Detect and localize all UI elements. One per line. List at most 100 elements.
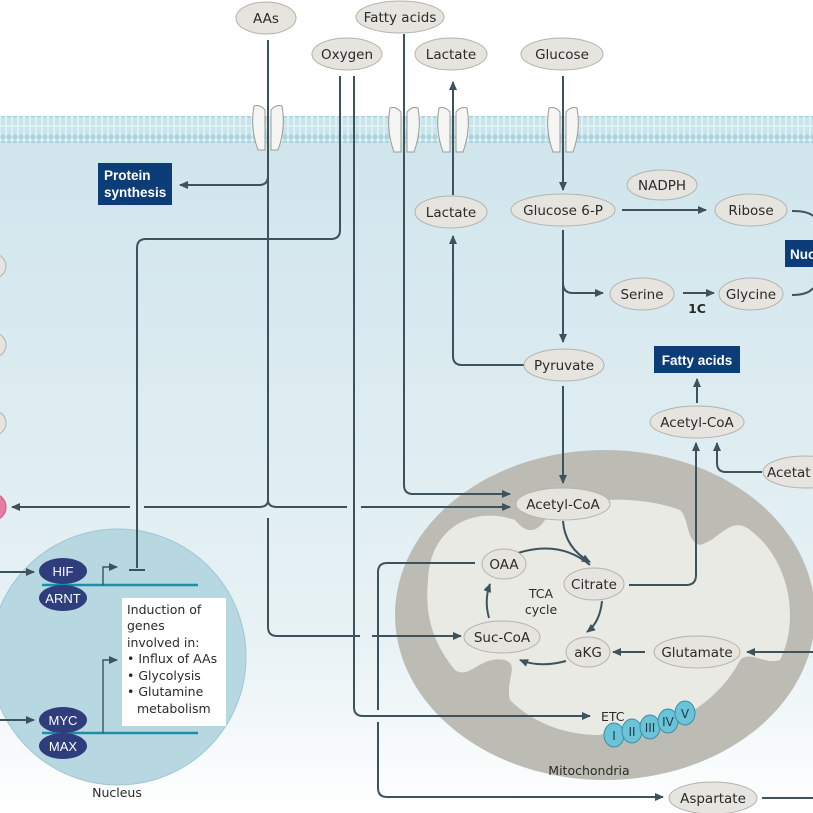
node-lactate-in-label: Lactate <box>426 205 476 221</box>
node-glycine <box>718 277 784 311</box>
etc-complex-5 <box>674 700 696 726</box>
partial-node-2 <box>0 334 7 356</box>
node-akg <box>565 636 611 668</box>
node-acetate-label: Acetat <box>767 465 811 481</box>
aas-to-protein-synthesis <box>179 175 269 189</box>
acetyl-coa-left-line <box>144 499 347 508</box>
node-aas-label: AAs <box>253 11 279 27</box>
node-lactate-in <box>414 195 488 229</box>
transporter-glucose <box>547 107 579 153</box>
node-pyruvate <box>523 348 605 382</box>
node-acetyl-coa-cyto <box>649 405 745 439</box>
induction-bullet-3-cont: metabolism <box>137 701 211 716</box>
node-lactate-out-label: Lactate <box>426 47 476 63</box>
node-aspartate <box>668 781 758 813</box>
node-nadph <box>626 169 698 201</box>
induction-bullet-1: • Influx of AAs <box>127 651 217 666</box>
transporter-aas <box>252 105 284 151</box>
node-acetyl-coa-mito <box>515 487 611 521</box>
induction-line-2: genes <box>127 618 165 633</box>
induction-box <box>122 598 226 726</box>
induction-bullet-2: • Glycolysis <box>127 668 201 683</box>
node-citrate <box>563 567 625 601</box>
myc-transcription-arrow <box>102 656 118 733</box>
etc-complex-3-label: III <box>645 721 656 735</box>
ribose-to-nucleotides-line <box>791 210 813 217</box>
nucleotides-box-label: Nuc <box>790 247 813 262</box>
one-carbon-label: 1C <box>688 301 706 316</box>
node-glucose-6p-label: Glucose 6-P <box>523 203 603 219</box>
oxygen-to-hif-line <box>136 76 341 568</box>
akg-to-suc-coa-arrow <box>519 659 567 667</box>
nucleus-label: Nucleus <box>92 785 142 800</box>
hif-protein <box>39 558 87 584</box>
glycine-to-nucleotides-line <box>791 287 813 296</box>
etc-complex-5-label: V <box>681 707 690 721</box>
node-oxygen-label: Oxygen <box>321 47 373 63</box>
etc-complex-4-label: IV <box>662 715 675 729</box>
protein-synthesis-line1: Protein <box>104 168 151 183</box>
node-oaa-label: OAA <box>489 557 519 573</box>
node-suc-coa <box>463 620 541 654</box>
node-fatty-acids-ext <box>355 0 445 34</box>
node-pyruvate-label: Pyruvate <box>534 358 594 374</box>
node-acetate <box>762 455 813 489</box>
hif-transcription-arrow <box>102 563 118 585</box>
acetate-to-acetyl-coa-line <box>713 442 762 473</box>
protein-synthesis-line2: synthesis <box>104 185 166 200</box>
myc-label: MYC <box>49 713 78 728</box>
node-glucose-label: Glucose <box>535 47 589 63</box>
max-protein <box>39 733 87 759</box>
extracellular-nodes: AAs Fatty acids Oxygen Lactate Glucose <box>235 0 604 71</box>
arnt-protein <box>39 585 87 611</box>
node-serine-label: Serine <box>620 287 663 303</box>
pathway-lines <box>0 34 813 801</box>
node-acetyl-coa-mito-label: Acetyl-CoA <box>526 497 600 513</box>
node-nadph-label: NADPH <box>638 178 686 194</box>
node-serine <box>609 277 675 311</box>
node-aas <box>235 1 297 35</box>
pyruvate-to-lactate-line <box>449 235 524 366</box>
induction-bullet-3: • Glutamine <box>127 684 204 699</box>
induction-line-3: involved in: <box>127 635 200 650</box>
citrate-to-akg-arrow <box>586 600 603 633</box>
oaa-to-citrate-arrow <box>517 547 591 566</box>
acetyl-coa-to-citrate-arrow <box>562 520 591 563</box>
node-ribose <box>714 193 788 227</box>
induction-line-1: Induction of <box>127 602 202 617</box>
node-oaa <box>481 548 527 580</box>
node-akg-label: aKG <box>574 645 602 661</box>
output-boxes: Protein synthesis Fatty acids Nuc <box>98 163 813 373</box>
node-glucose-6p <box>510 193 616 227</box>
node-glutamate <box>653 635 741 669</box>
protein-synthesis-box <box>98 163 172 205</box>
partial-node-1 <box>0 255 7 277</box>
mitochondria-label: Mitochondria <box>548 763 629 778</box>
node-glutamate-label: Glutamate <box>661 645 732 661</box>
nucleus: Nucleus HIF ARNT MYC MAX Induction of ge… <box>0 528 247 800</box>
node-suc-coa-label: Suc-CoA <box>474 630 531 646</box>
hif-label: HIF <box>53 564 74 579</box>
oaa-to-aspartate-b <box>377 722 664 801</box>
myc-protein <box>39 707 87 733</box>
tca-label-line2: cycle <box>525 602 558 617</box>
transporters <box>252 105 579 153</box>
node-glucose <box>520 37 604 71</box>
nucleotides-box <box>785 240 813 267</box>
aas-to-suc-coa-a <box>267 518 360 637</box>
node-lactate-out <box>414 37 488 71</box>
node-citrate-label: Citrate <box>571 577 617 593</box>
node-ribose-label: Ribose <box>728 203 773 219</box>
max-label: MAX <box>49 739 78 754</box>
etc-complex-1-label: I <box>612 729 616 743</box>
fatty-acids-box <box>654 346 740 373</box>
g6p-to-serine-line <box>562 282 604 297</box>
suc-coa-to-oaa-arrow <box>483 583 491 619</box>
arnt-label: ARNT <box>45 591 80 606</box>
mito-nodes: Acetyl-CoA OAA Citrate TCA cycle Suc-CoA… <box>463 487 741 724</box>
node-glycine-label: Glycine <box>726 287 776 303</box>
citrate-to-acetyl-coa-line <box>629 442 700 586</box>
